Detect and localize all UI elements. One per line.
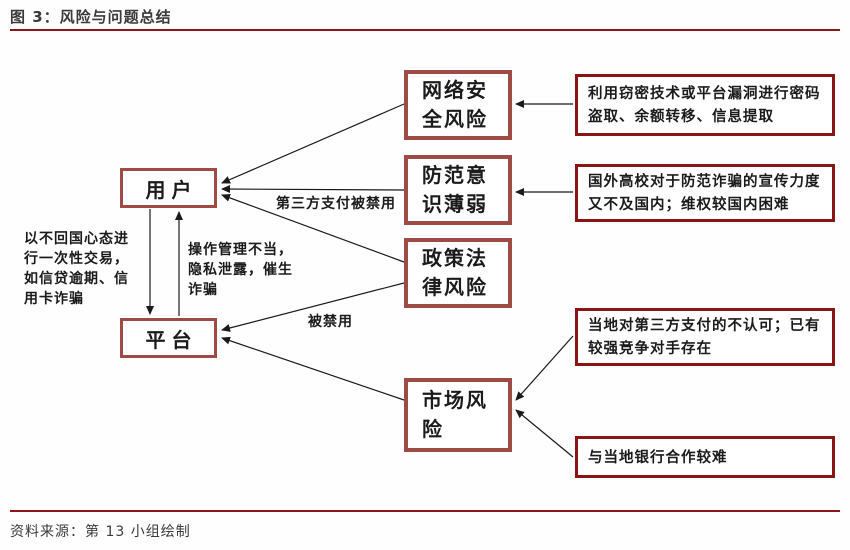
node-platform: 平台 (120, 318, 217, 358)
note-user-behavior: 以不回国心态进行一次性交易，如信贷逾期、信用卡诈骗 (24, 231, 129, 307)
note-platform-management: 操作管理不当，隐私泄露，催生诈骗 (188, 242, 293, 298)
cause-market-bank-cooperation: 与当地银行合作较难 (575, 436, 835, 478)
edge-prevention-to-user (221, 185, 405, 194)
node-market-risk: 市场风险 (404, 378, 512, 452)
node-user: 用户 (120, 168, 217, 208)
figure-title: 图 3：风险与问题总结 (10, 8, 172, 26)
node-policy-legal-risk: 政策法律风险 (404, 238, 512, 308)
edge-network-to-user (221, 103, 405, 184)
edge-market-to-platform (221, 336, 405, 401)
title-underline (10, 29, 840, 31)
cause-market-recognition: 当地对第三方支付的不认可；已有较强竞争对手存在 (575, 308, 835, 366)
source-caption: 资料来源：第 13 小组绘制 (10, 524, 191, 540)
edge-label-thirdparty-banned: 第三方支付被禁用 (276, 196, 396, 212)
footer-rule (10, 510, 840, 512)
node-network-security-risk: 网络安全风险 (404, 70, 512, 140)
edge-cause1-to-market (515, 335, 574, 401)
cause-network-security: 利用窃密技术或平台漏洞进行密码盗取、余额转移、信息提取 (575, 74, 835, 136)
edge-cause2-to-market (515, 409, 574, 458)
edge-label-banned: 被禁用 (308, 314, 353, 330)
cause-prevention-awareness: 国外高校对于防范诈骗的宣传力度又不及国内；维权较国内困难 (575, 164, 835, 222)
node-prevention-awareness-weak: 防范意识薄弱 (404, 155, 512, 225)
